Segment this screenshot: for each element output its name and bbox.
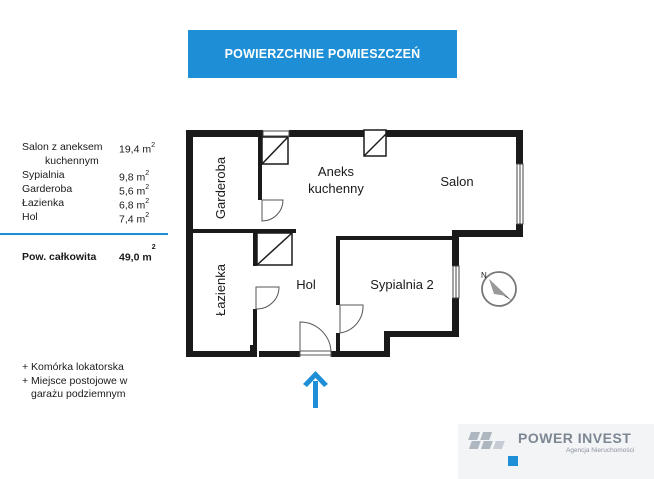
room-label-aneks: Aneks: [318, 164, 355, 179]
wall-south-right: [331, 351, 390, 357]
area-row-lazienka: Łazienka 6,8 m2: [22, 196, 162, 212]
section-title-banner: POWIERZCHNIE POMIESZCZEŃ: [188, 30, 457, 78]
area-value: 5,6 m: [119, 185, 146, 198]
area-value: 6,8 m: [119, 199, 146, 212]
wall-lazienka-east-top: [253, 229, 257, 266]
compass-label: N: [481, 271, 487, 280]
brand-name: POWER INVEST: [518, 430, 632, 446]
banner-title: POWIERZCHNIE POMIESZCZEŃ: [224, 47, 421, 61]
brand-logo-box: [458, 424, 654, 479]
cube-logo-icon: [468, 432, 518, 466]
wall-west: [186, 130, 193, 357]
extra-item: + Miejsce postojowe w: [22, 374, 128, 387]
door-lazienka: [255, 286, 280, 310]
area-name: Sypialnia: [22, 169, 65, 181]
area-value: 9,8 m: [119, 171, 146, 184]
wall-north-left: [186, 130, 263, 137]
entrance-arrow-icon: [303, 371, 328, 408]
wall-south-left: [186, 351, 254, 357]
room-label-sypialnia2: Sypialnia 2: [370, 277, 434, 292]
wall-sypialnia-north: [336, 236, 456, 240]
doors: [255, 199, 364, 357]
brand-tagline: Agencja Nieruchomości: [566, 447, 635, 454]
area-row-salon: Salon z aneksem kuchennym 19,4 m2: [22, 140, 162, 168]
room-areas-list: Salon z aneksem kuchennym 19,4 m2 Sypial…: [22, 140, 162, 226]
walls: [186, 130, 523, 357]
unit-exponent: 2: [151, 142, 156, 149]
extras-list: + Komórka lokatorska + Miejsce postojowe…: [22, 361, 127, 402]
area-row-garderoba: Garderoba 5,6 m2: [22, 182, 162, 198]
area-row-hol: Hol 7,4 m2: [22, 210, 162, 226]
area-row-sypialnia: Sypialnia 9,8 m2: [22, 168, 162, 184]
shaft-top-left: [261, 136, 289, 165]
room-label-aneks-cont: kuchenny: [308, 181, 364, 196]
wall-sypialnia-west-low: [336, 333, 340, 357]
room-label-salon: Salon: [440, 174, 473, 189]
wall-sypialnia-south: [384, 331, 459, 337]
area-value: 19,4 m: [119, 143, 152, 156]
total-label: Pow. całkowita: [22, 251, 97, 263]
unit-exponent: 2: [145, 198, 150, 205]
room-label-garderoba: Garderoba: [213, 156, 228, 219]
divider-line: [0, 233, 168, 235]
wall-north-right: [386, 130, 523, 137]
unit-exponent: 2: [145, 212, 150, 219]
wall-step: [384, 331, 390, 357]
wall-shaft-hol: [256, 229, 296, 233]
area-value: 7,4 m: [119, 213, 146, 226]
wall-lazienka-east-bottom: [253, 309, 257, 357]
wall-garderoba-lazienka: [186, 229, 256, 233]
wall-south-hol: [259, 351, 300, 357]
windows: [262, 130, 524, 299]
area-name-cont: kuchennym: [45, 155, 99, 167]
total-value: 49,0 m: [119, 251, 152, 264]
area-name: Hol: [22, 211, 38, 223]
room-label-hol: Hol: [296, 277, 316, 292]
wall-east-lower-top: [452, 230, 459, 266]
unit-exponent: 2: [151, 244, 156, 251]
area-name: Salon z aneksem: [22, 141, 103, 153]
unit-exponent: 2: [145, 170, 150, 177]
installation-shafts: [256, 129, 387, 266]
wall-north-mid: [289, 130, 364, 137]
extra-item: + Komórka lokatorska: [22, 361, 124, 373]
door-sypialnia: [339, 304, 364, 334]
area-name: Garderoba: [22, 183, 73, 195]
extra-item-cont: garażu podziemnym: [31, 388, 126, 400]
wall-sypialnia-west: [336, 236, 340, 305]
shaft-hol: [256, 232, 293, 266]
door-garderoba: [261, 199, 284, 222]
wall-salon-south: [452, 230, 523, 237]
room-label-lazienka: Łazienka: [213, 263, 228, 316]
shaft-top-mid: [363, 129, 387, 157]
unit-exponent: 2: [145, 184, 150, 191]
compass-icon: N: [481, 271, 517, 307]
window-north-1: [262, 130, 290, 137]
wall-east-top: [516, 130, 523, 164]
area-name: Łazienka: [22, 197, 65, 209]
wall-east-lower-bottom: [452, 298, 459, 336]
wall-garderoba-east: [258, 137, 262, 200]
